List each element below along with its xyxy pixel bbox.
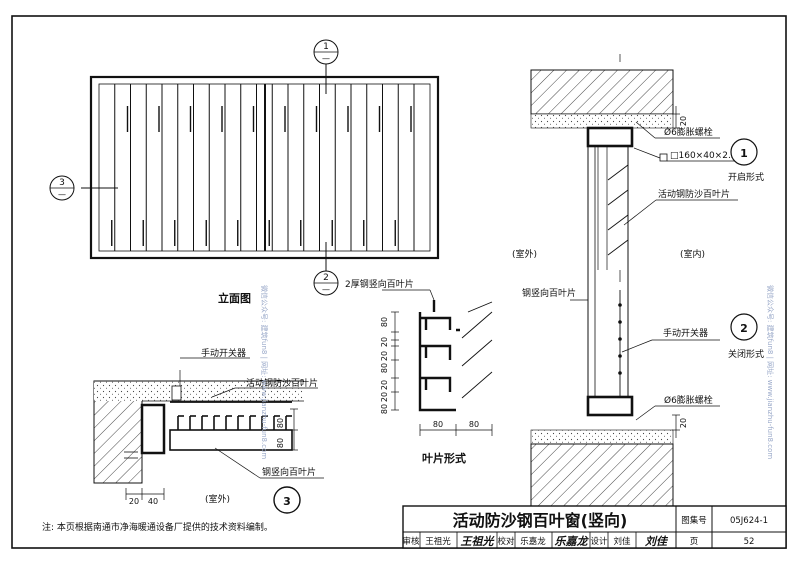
plan-dim-1: 80	[276, 418, 285, 428]
plan-switch-label: 手动开关器	[201, 347, 246, 359]
plan-dim-w1: 20	[129, 497, 139, 506]
marker-3-sub: —	[58, 190, 66, 199]
designer-signature: 刘佳	[645, 535, 669, 548]
section-dim-top: 20	[679, 116, 688, 126]
plan-outside-label: (室外)	[205, 493, 230, 505]
section-louver: 活动钢防沙百叶片	[658, 188, 730, 200]
drawing-title: 活动防沙钢百叶窗(竖向)	[453, 511, 628, 530]
blade-vdim-3: 20	[380, 351, 389, 361]
atlas-label: 图集号	[681, 515, 707, 526]
blade-vdim-6: 20	[380, 392, 389, 402]
page-label: 页	[690, 537, 699, 547]
blade-slant	[461, 339, 493, 367]
elevation-title: 立面图	[218, 291, 251, 305]
review-label: 审核	[402, 536, 420, 547]
elevation-view: 立面图	[81, 64, 440, 305]
plan-detail: 手动开关器 活动钢防沙百叶片 钢竖向百叶片 (室外) 80 80 20 40	[93, 347, 324, 506]
marker-1: 1 —	[313, 39, 339, 65]
marker-2-number: 2	[323, 273, 329, 283]
reviewer-name: 王祖光	[425, 536, 451, 547]
plan-marker-number: 3	[283, 495, 291, 508]
section-dim-bottom: 20	[679, 418, 688, 428]
section-slant	[607, 189, 629, 206]
section-view: Ø6膨胀螺栓 □160×40×2.5 活动钢防沙百叶片 (室外) (室内) 钢竖…	[512, 54, 738, 509]
reviewer-signature: 王祖光	[461, 535, 496, 548]
plan-vertical-label: 钢竖向百叶片	[262, 466, 316, 478]
section-bolt-top: Ø6膨胀螺栓	[664, 126, 713, 138]
section-slant	[607, 214, 629, 231]
marker-3: 3 —	[49, 175, 75, 201]
page-note: 注: 本页根据南通市净海暖通设备厂提供的技术资料编制。	[42, 521, 273, 533]
section-slant-lines	[607, 164, 629, 256]
marker-2: 2 —	[313, 270, 339, 296]
blade-title: 叶片形式	[422, 451, 466, 465]
marker-1-sub: —	[322, 54, 330, 63]
blade-vertical-ticks	[391, 311, 399, 411]
blade-label: 2厚钢竖向百叶片	[345, 278, 414, 290]
plan-comb-teeth	[177, 415, 292, 430]
section-slant	[607, 239, 629, 256]
watermark-left: 微信公众号: 建筑fun8 | 网址: www.jianzhu-fun8.com	[260, 285, 269, 459]
sheet-border	[11, 15, 787, 549]
state-open-label: 开启形式	[728, 171, 764, 183]
blade-slant-lines	[461, 301, 493, 399]
title-block: 活动防沙钢百叶窗(竖向) 图集号 05J624-1 页 52 审核 王祖光 王祖…	[402, 505, 787, 549]
state-open-marker: 1 开启形式	[728, 138, 764, 183]
atlas-number: 05J624-1	[730, 516, 768, 526]
blade-slant	[461, 371, 493, 399]
state-closed-label: 关闭形式	[728, 348, 764, 360]
blade-hdim-1: 80	[433, 420, 443, 429]
blade-hdim-2: 80	[469, 420, 479, 429]
state-open-number: 1	[740, 147, 748, 160]
blade-vdim-7: 80	[380, 404, 389, 414]
marker-2-sub: —	[322, 285, 330, 294]
plan-dim-2: 80	[276, 438, 285, 448]
section-inside: (室内)	[680, 248, 705, 260]
watermark-right: 微信公众号: 建筑fun8 | 网址: www.jianzhu-fun8.com	[766, 285, 775, 459]
blade-vdim-4: 80	[380, 363, 389, 373]
blade-vdim-2: 20	[380, 337, 389, 347]
blade-profile	[418, 300, 460, 412]
check-label: 校对	[497, 536, 515, 547]
blade-vdim-5: 20	[380, 380, 389, 390]
state-closed-marker: 2 关闭形式	[728, 313, 764, 360]
design-label: 设计	[590, 536, 608, 547]
checker-signature: 乐嘉龙	[555, 535, 590, 548]
section-vertical: 钢竖向百叶片	[522, 287, 576, 299]
designer-name: 刘佳	[613, 536, 631, 547]
section-bolt-bottom: Ø6膨胀螺栓	[664, 394, 713, 406]
blade-slant	[461, 311, 493, 339]
blade-slant	[467, 301, 493, 313]
plan-dim-w2: 40	[148, 497, 158, 506]
page-number: 52	[744, 537, 755, 547]
marker-3-number: 3	[59, 178, 65, 188]
checker-name: 乐嘉龙	[520, 536, 546, 547]
section-switch: 手动开关器	[663, 327, 708, 339]
plan-marker: 3	[273, 486, 301, 514]
section-tube: □160×40×2.5	[670, 151, 737, 161]
elevation-slats	[114, 84, 415, 251]
blade-vdim-1: 80	[380, 317, 389, 327]
blade-detail: 80 20 20 80 20 20 80 80 80 2厚钢竖向百叶片 叶片形式	[345, 278, 493, 465]
section-slant	[607, 164, 629, 181]
state-closed-number: 2	[740, 322, 748, 335]
elevation-slat-marks	[111, 106, 412, 246]
section-outside: (室外)	[512, 248, 537, 260]
marker-1-number: 1	[323, 42, 329, 52]
plan-louver-label: 活动钢防沙百叶片	[246, 377, 318, 389]
